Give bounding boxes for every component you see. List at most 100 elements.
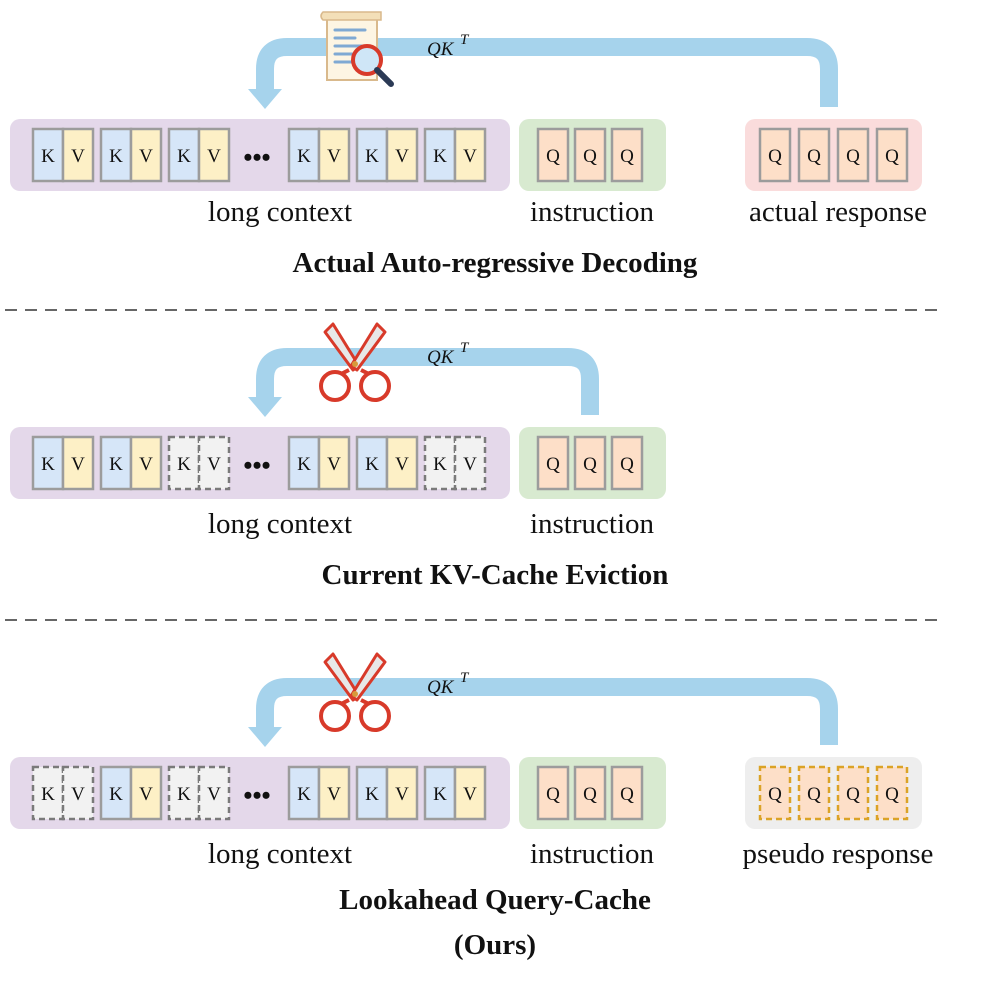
value-token: V [317, 435, 351, 491]
query-token: Q [536, 435, 570, 491]
document-magnifier-icon [320, 11, 394, 87]
query-token: Q [797, 127, 831, 183]
value-token-label: V [327, 146, 341, 167]
query-token: Q [573, 127, 607, 183]
value-token-label: V [71, 784, 85, 805]
pseudo-query-token-label: Q [768, 784, 782, 805]
key-token-label: K [297, 454, 311, 475]
value-token: V [317, 765, 351, 821]
panel-title: (Ours) [454, 929, 536, 961]
value-token: V [197, 435, 231, 491]
key-token-label: K [109, 784, 123, 805]
value-token-label: V [395, 146, 409, 167]
qk-label: QK [427, 677, 455, 698]
value-token-label: V [327, 784, 341, 805]
qk-superscript: T [460, 340, 470, 356]
key-token: K [355, 127, 389, 183]
value-token: V [385, 127, 419, 183]
instruction-caption: instruction [530, 508, 655, 540]
attention-arrow [256, 678, 838, 745]
value-token: V [453, 435, 487, 491]
value-token-label: V [395, 454, 409, 475]
value-token: V [317, 127, 351, 183]
key-token: K [31, 127, 65, 183]
value-token: V [129, 127, 163, 183]
key-token: K [31, 765, 65, 821]
query-token-label: Q [807, 146, 821, 167]
pseudo-query-token-label: Q [807, 784, 821, 805]
qk-superscript: T [460, 32, 470, 48]
instruction-caption: instruction [530, 196, 655, 228]
arrow-head [248, 397, 282, 417]
value-token: V [453, 127, 487, 183]
ellipsis: ••• [243, 143, 270, 172]
panel-title: Lookahead Query-Cache [339, 884, 651, 916]
key-token: K [31, 435, 65, 491]
response-caption: pseudo response [743, 838, 934, 870]
key-token-label: K [41, 784, 55, 805]
instruction-caption: instruction [530, 838, 655, 870]
key-token-label: K [297, 146, 311, 167]
ellipsis: ••• [243, 451, 270, 480]
key-token-label: K [365, 146, 379, 167]
query-token-label: Q [620, 454, 634, 475]
panel-title: Actual Auto-regressive Decoding [293, 247, 698, 279]
key-token-label: K [297, 784, 311, 805]
scissors-icon [319, 652, 391, 732]
query-token-label: Q [546, 784, 560, 805]
key-token-label: K [177, 454, 191, 475]
attention-arrow [256, 38, 838, 107]
query-token: Q [573, 435, 607, 491]
context-caption: long context [208, 196, 352, 228]
query-token: Q [758, 127, 792, 183]
value-token-label: V [463, 146, 477, 167]
key-token-label: K [177, 146, 191, 167]
query-token-label: Q [620, 784, 634, 805]
query-token: Q [536, 127, 570, 183]
key-token: K [167, 435, 201, 491]
value-token-label: V [139, 454, 153, 475]
context-caption: long context [208, 838, 352, 870]
arrow-head [248, 89, 282, 109]
key-token-label: K [433, 784, 447, 805]
key-token: K [355, 765, 389, 821]
query-token-label: Q [846, 146, 860, 167]
key-token-label: K [109, 146, 123, 167]
value-token: V [197, 765, 231, 821]
key-token-label: K [433, 454, 447, 475]
query-token: Q [875, 127, 909, 183]
value-token: V [61, 435, 95, 491]
value-token: V [129, 435, 163, 491]
pseudo-query-token-label: Q [846, 784, 860, 805]
query-token: Q [836, 127, 870, 183]
key-token-label: K [365, 784, 379, 805]
value-token-label: V [395, 784, 409, 805]
value-token: V [385, 435, 419, 491]
pseudo-query-token: Q [797, 765, 831, 821]
value-token-label: V [71, 146, 85, 167]
key-token: K [99, 127, 133, 183]
value-token-label: V [463, 454, 477, 475]
key-token-label: K [41, 454, 55, 475]
key-token: K [167, 127, 201, 183]
key-token: K [287, 435, 321, 491]
query-token-label: Q [583, 454, 597, 475]
key-token-label: K [41, 146, 55, 167]
key-token: K [423, 127, 457, 183]
query-token-label: Q [768, 146, 782, 167]
key-token-label: K [433, 146, 447, 167]
scissors-icon [319, 322, 391, 402]
panel-title: Current KV-Cache Eviction [322, 559, 669, 591]
value-token: V [61, 765, 95, 821]
value-token-label: V [463, 784, 477, 805]
query-token: Q [536, 765, 570, 821]
qk-superscript: T [460, 670, 470, 686]
key-token-label: K [109, 454, 123, 475]
value-token-label: V [327, 454, 341, 475]
query-token: Q [610, 435, 644, 491]
key-token-label: K [177, 784, 191, 805]
value-token: V [129, 765, 163, 821]
